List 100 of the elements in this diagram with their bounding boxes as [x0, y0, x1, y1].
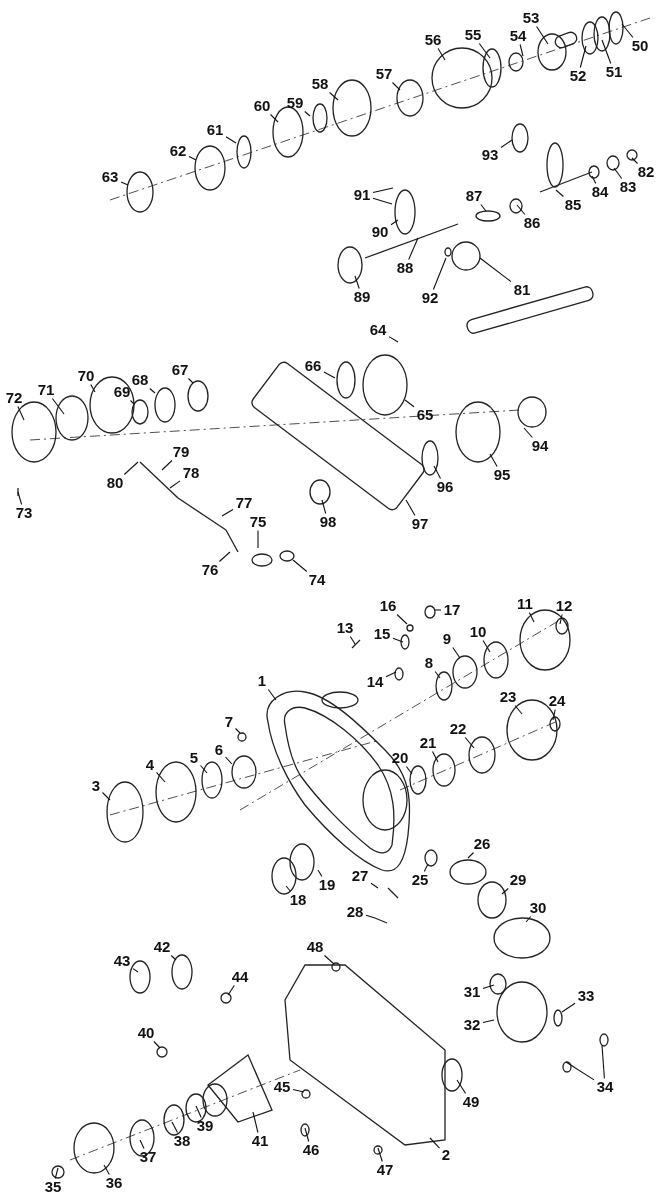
callout-number: 30 [529, 900, 547, 916]
leader-line [482, 984, 495, 990]
callout-number: 22 [449, 721, 467, 737]
callout-number: 12 [555, 598, 573, 614]
callout-number: 50 [631, 38, 649, 54]
leader-line [354, 275, 360, 290]
leader-line [433, 465, 442, 480]
leader-line [631, 157, 639, 165]
leader-line [388, 336, 399, 343]
callout-number: 71 [37, 382, 55, 398]
callout-number: 1 [257, 673, 267, 689]
leader-line [392, 637, 404, 643]
callout-number: 95 [493, 467, 511, 483]
leader-line [385, 671, 397, 678]
leader-line [101, 791, 111, 801]
callout-number: 26 [473, 836, 491, 852]
leader-line [482, 639, 491, 653]
callout-number: 21 [419, 735, 437, 751]
leader-line [431, 750, 439, 763]
callout-number: 78 [182, 465, 200, 481]
callout-number: 31 [463, 984, 481, 1000]
callout-number: 13 [336, 620, 354, 636]
leader-line [224, 756, 233, 765]
leader-line [323, 371, 336, 379]
leader-line [187, 377, 194, 384]
callout-number: 27 [351, 868, 369, 884]
callout-number: 36 [105, 1175, 123, 1191]
callout-number: 90 [371, 224, 389, 240]
leader-line [390, 219, 399, 226]
callout-number: 56 [424, 32, 442, 48]
callout-number: 74 [308, 572, 326, 588]
leader-line [195, 1105, 202, 1119]
leader-line [613, 167, 623, 180]
leader-line [218, 551, 231, 563]
callout-number: 58 [311, 76, 329, 92]
callout-number: 20 [391, 750, 409, 766]
leader-line [536, 25, 549, 45]
callout-number: 38 [173, 1133, 191, 1149]
callout-number: 49 [462, 1094, 480, 1110]
callout-number: 7 [224, 714, 234, 730]
leader-line [523, 427, 533, 439]
callout-number: 41 [251, 1133, 269, 1149]
callout-number: 64 [369, 322, 387, 338]
leader-line [349, 635, 356, 645]
callout-number: 40 [137, 1025, 155, 1041]
leader-line [304, 1127, 310, 1143]
callout-number: 29 [509, 872, 527, 888]
callout-number: 80 [106, 475, 124, 491]
callout-number: 9 [442, 631, 452, 647]
leader-line [525, 915, 532, 923]
callout-number: 87 [465, 188, 483, 204]
leader-line [423, 863, 429, 873]
callout-number: 44 [231, 969, 249, 985]
callout-number: 77 [235, 495, 253, 511]
callout-number: 25 [411, 872, 429, 888]
leader-line [429, 1137, 441, 1149]
callout-number: 94 [531, 438, 549, 454]
leader-line [437, 47, 446, 61]
leader-line [170, 954, 177, 961]
leader-line [591, 175, 597, 185]
leader-line [370, 882, 379, 889]
leader-line [221, 508, 234, 517]
leader-line [396, 613, 408, 625]
callout-number: 82 [637, 164, 655, 180]
leader-line [561, 1002, 576, 1013]
callout-number: 39 [196, 1118, 214, 1134]
callout-number: 34 [596, 1079, 614, 1095]
leader-line [103, 1164, 110, 1176]
leader-line [480, 203, 487, 212]
leader-line [132, 968, 139, 973]
leader-line [405, 499, 416, 517]
leader-line [501, 887, 509, 895]
leader-line [482, 1019, 495, 1024]
callout-number: 72 [5, 390, 23, 406]
callout-number: 11 [517, 596, 533, 612]
callout-number: 62 [169, 143, 187, 159]
leader-line [225, 136, 237, 144]
leader-line [500, 139, 513, 149]
leader-line [552, 708, 556, 721]
callout-number: 61 [206, 122, 224, 138]
callout-number: 10 [469, 624, 487, 640]
callout-number: 45 [273, 1079, 291, 1095]
callout-number: 6 [214, 742, 224, 758]
callout-number: 84 [591, 184, 609, 200]
callout-number: 23 [499, 689, 517, 705]
leader-line [123, 461, 139, 476]
callout-number: 8 [424, 655, 434, 671]
leader-line [304, 110, 311, 117]
leader-line [257, 529, 259, 549]
callout-number: 16 [379, 598, 397, 614]
callout-number: 85 [564, 197, 582, 213]
callout-number: 67 [171, 362, 189, 378]
callout-number: 89 [353, 289, 371, 305]
callout-number: 3 [91, 778, 101, 794]
leader-line [321, 499, 327, 515]
leader-line [149, 387, 156, 394]
leader-line [433, 609, 442, 611]
leader-line [601, 39, 612, 65]
callout-number: 5 [189, 750, 199, 766]
callout-number: 75 [249, 514, 267, 530]
